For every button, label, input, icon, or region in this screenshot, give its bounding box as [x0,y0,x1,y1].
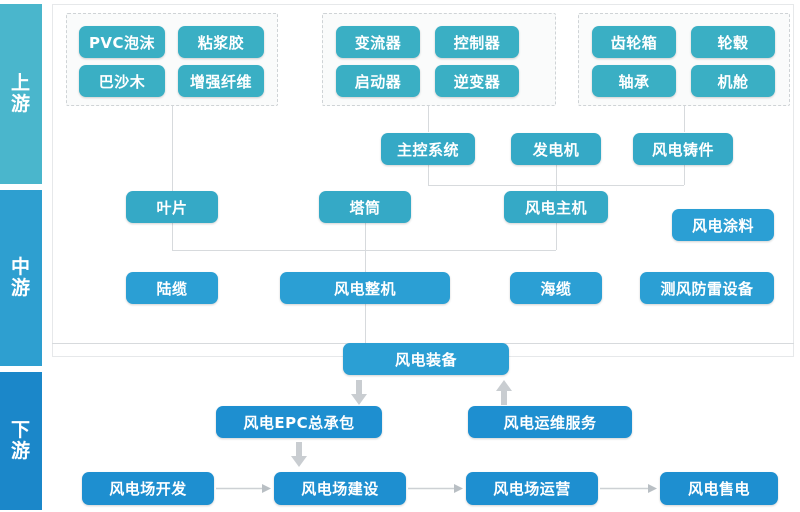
connector-casting-down [684,165,685,185]
tier-label-midstream: 中游 [11,255,32,299]
node-blade[interactable]: 叶片 [126,191,218,223]
arrow-equipment-to-epc-icon [350,380,368,406]
arrow-epc-to-construction-icon [290,442,308,468]
tier-rail-downstream: 下游 [0,372,42,510]
node-starter[interactable]: 启动器 [336,65,420,97]
connector-electrical-to-control [428,106,429,132]
connector-blade-down [172,223,173,250]
node-sea-cable[interactable]: 海缆 [510,272,602,304]
node-converter[interactable]: 变流器 [336,26,420,58]
node-land-cable[interactable]: 陆缆 [126,272,218,304]
node-controller[interactable]: 控制器 [435,26,519,58]
node-wind-farm-development[interactable]: 风电场开发 [82,472,214,505]
node-wind-measuring-lightning-protection[interactable]: 测风防雷设备 [640,272,774,304]
connector-mainframe-down [556,223,557,250]
node-reinforced-fiber[interactable]: 增强纤维 [178,65,264,97]
node-balsa-wood[interactable]: 巴沙木 [79,65,165,97]
connector-assembly-to-equipment [365,303,366,343]
node-wind-power-equipment[interactable]: 风电装备 [343,343,509,375]
connector-generator-to-mainframe [556,165,557,193]
connector-assembly-bus [172,250,556,251]
node-wind-power-coating[interactable]: 风电涂料 [672,209,774,241]
arrow-operation-to-sales-icon [600,483,658,494]
node-wind-om-service[interactable]: 风电运维服务 [468,406,632,438]
connector-bus-to-assembly [365,250,366,272]
connector-mechanical-to-casting [684,106,685,132]
node-wind-farm-construction[interactable]: 风电场建设 [274,472,406,505]
node-pvc-foam[interactable]: PVC泡沫 [79,26,165,58]
arrow-om-to-equipment-icon [495,380,513,406]
tier-label-upstream: 上游 [11,71,32,115]
node-gearbox[interactable]: 齿轮箱 [592,26,676,58]
arrow-development-to-construction-icon [216,483,272,494]
node-wind-power-casting[interactable]: 风电铸件 [633,133,733,165]
tier-rail-upstream: 上游 [0,4,42,184]
node-generator[interactable]: 发电机 [511,133,601,165]
connector-control-down [428,165,429,185]
node-wind-epc-contract[interactable]: 风电EPC总承包 [216,406,382,438]
node-complete-wind-turbine[interactable]: 风电整机 [280,272,450,304]
arrow-construction-to-operation-icon [408,483,464,494]
node-tower[interactable]: 塔筒 [319,191,411,223]
node-inverter[interactable]: 逆变器 [435,65,519,97]
node-bearing[interactable]: 轴承 [592,65,676,97]
node-wind-turbine-mainframe[interactable]: 风电主机 [504,191,608,223]
node-main-control-system[interactable]: 主控系统 [381,133,475,165]
node-wind-farm-operation[interactable]: 风电场运营 [466,472,598,505]
tier-label-downstream: 下游 [11,418,32,462]
tier-rail-midstream: 中游 [0,190,42,366]
node-nacelle[interactable]: 机舱 [691,65,775,97]
connector-tower-down [365,223,366,250]
node-wind-power-sales[interactable]: 风电售电 [660,472,778,505]
node-hub[interactable]: 轮毂 [691,26,775,58]
node-pulp-glue[interactable]: 粘浆胶 [178,26,264,58]
connector-materials-to-blade [172,106,173,194]
